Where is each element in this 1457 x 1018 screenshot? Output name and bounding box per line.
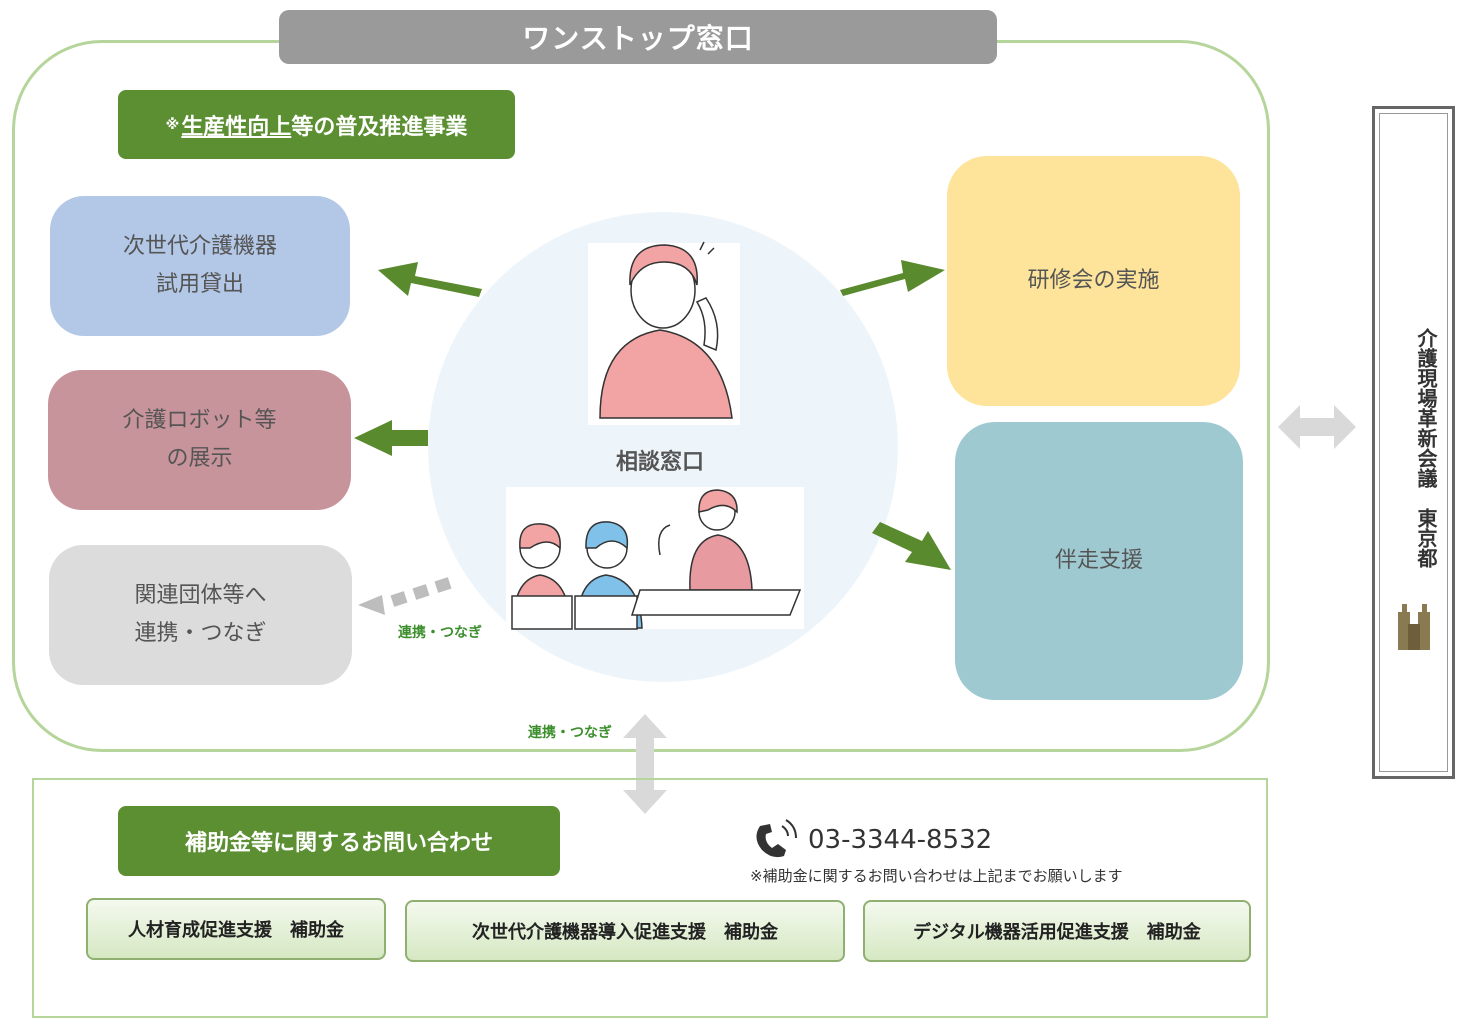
service-robot-label: 介護ロボット等 の展示	[122, 408, 277, 471]
note-mark: ※	[165, 116, 180, 133]
subsidy-nextgen-equipment-button[interactable]: 次世代介護機器導入促進支援 補助金	[405, 900, 845, 962]
phone-number[interactable]: 03-3344-8532	[808, 820, 1068, 860]
arrow-to-training-icon	[840, 260, 945, 296]
promotion-project-label: ※生産性向上等の普及推進事業	[118, 90, 515, 159]
consultation-desk-text: 相談窓口	[615, 450, 704, 475]
council-name: 介護現場革新会議 東京都	[1414, 328, 1438, 568]
service-support-label: 伴走支援	[1054, 548, 1143, 573]
consultation-desk-label: 相談窓口	[560, 440, 760, 480]
subsidy-hr-development-button[interactable]: 人材育成促進支援 補助金	[86, 898, 386, 960]
arrow-to-trial-icon	[378, 262, 482, 297]
service-robot-exhibit[interactable]: 介護ロボット等 の展示	[48, 370, 351, 510]
service-partner-link[interactable]: 関連団体等へ 連携・つなぎ	[49, 545, 352, 685]
subsidy-digital-device-label: デジタル機器活用促進支援 補助金	[913, 922, 1201, 943]
double-arrow-horizontal-icon	[1278, 405, 1356, 449]
subsidy-inquiry-label: 補助金等に関するお問い合わせ	[118, 806, 560, 876]
phone-woman-illustration	[588, 241, 740, 425]
phone-note: ※補助金に関するお問い合わせは上記までお願いします	[750, 862, 1170, 888]
meeting-illustration	[506, 487, 804, 630]
subsidy-nextgen-equipment-label: 次世代介護機器導入促進支援 補助金	[472, 922, 778, 943]
one-stop-banner: ワンストップ窓口	[279, 10, 997, 64]
link-tag-bottom: 連携・つなぎ	[520, 720, 620, 744]
double-arrow-vertical-icon	[623, 714, 667, 814]
innovation-council-panel	[1372, 106, 1455, 779]
subsidy-inquiry-text: 補助金等に関するお問い合わせ	[184, 831, 493, 856]
service-training-label: 研修会の実施	[1027, 268, 1160, 293]
service-trial-lending[interactable]: 次世代介護機器 試用貸出	[50, 196, 350, 336]
service-training[interactable]: 研修会の実施	[947, 156, 1240, 406]
link-tag-side-text: 連携・つなぎ	[398, 625, 482, 641]
phone-note-text: ※補助金に関するお問い合わせは上記までお願いします	[750, 866, 1123, 885]
service-accompany-support[interactable]: 伴走支援	[955, 422, 1243, 700]
arrow-to-support-icon	[872, 522, 951, 570]
promotion-rest-text: 等の普及推進事業	[291, 114, 468, 140]
dashed-arrow-to-link-icon	[358, 577, 452, 615]
subsidy-digital-device-button[interactable]: デジタル機器活用促進支援 補助金	[863, 900, 1251, 962]
link-tag-side: 連携・つなぎ	[390, 620, 490, 644]
banner-title: ワンストップ窓口	[522, 22, 754, 55]
arrow-to-robot-icon	[354, 420, 428, 456]
productivity-text: 生産性向上	[181, 114, 292, 140]
phone-number-text: 03-3344-8532	[808, 825, 993, 855]
government-building-icon	[1398, 604, 1430, 650]
diagram-graphics	[354, 241, 1430, 858]
subsidy-hr-development-label: 人材育成促進支援 補助金	[128, 920, 344, 941]
service-trial-label: 次世代介護機器 試用貸出	[122, 234, 277, 297]
phone-icon	[756, 819, 797, 858]
service-link-label: 関連団体等へ 連携・つなぎ	[134, 583, 267, 646]
link-tag-bottom-text: 連携・つなぎ	[528, 725, 612, 741]
